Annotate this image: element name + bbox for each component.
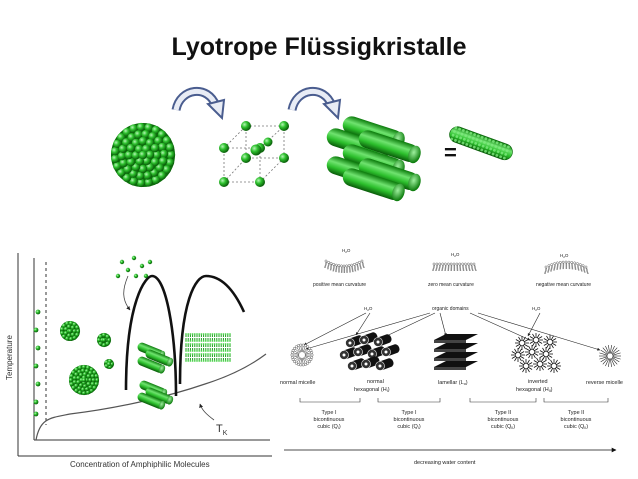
normal-hexagonal-glyph [339, 332, 400, 371]
normal-micelle-glyph [290, 343, 314, 367]
cubic-phase-label: bicontinuous [314, 417, 345, 423]
cubic-phase-label: Type I [402, 410, 417, 416]
inverted-hexagonal-label: inverted [528, 379, 548, 385]
equals-sign: = [444, 140, 457, 165]
cubic-phase-label: bicontinuous [394, 417, 425, 423]
transition-arrow-icon [287, 86, 342, 121]
concentration-axis-label: Concentration of Amphiphilic Molecules [70, 460, 210, 469]
h2o-label: H2O [451, 252, 460, 258]
cubic-phase-label: Type II [568, 410, 585, 416]
phase-sequence-panel: positive mean curvature zero mean curvat… [280, 248, 623, 466]
organic-domains-label: organic domains [432, 306, 469, 312]
cubic-phase-label: bicontinuous [561, 417, 592, 423]
cubic-phase-label: bicontinuous [488, 417, 519, 423]
reverse-micelle-label: reverse micelle [586, 380, 623, 386]
h2o-label: H2O [560, 253, 569, 259]
cubic-phase-label: cubic (QI) [317, 424, 340, 430]
positive-curvature-label: positive mean curvature [313, 282, 366, 288]
inverted-hexagonal-glyph [511, 333, 561, 373]
spherical-micelle-illustration [111, 122, 176, 188]
cubic-phase-label: Type II [495, 410, 512, 416]
cubic-phase-label: Type I [322, 410, 337, 416]
lamellar-phase-boundary [178, 274, 246, 385]
h2o-label: H2O [342, 248, 351, 254]
cubic-phase-label: cubic (QII) [491, 424, 515, 430]
rod-micelle-illustration [449, 126, 513, 161]
tk-label: TK [216, 423, 228, 437]
negative-curvature-label: negative mean curvature [536, 282, 591, 288]
lamellar-glyph [434, 334, 478, 370]
temperature-axis-label: Temperature [5, 335, 14, 380]
inverted-hexagonal-label-2: hexagonal (HII) [516, 387, 553, 393]
normal-hexagonal-label-2: hexagonal (HI) [354, 387, 390, 393]
water-content-axis-label: decreasing water content [414, 460, 476, 466]
lamellar-label: lamellar (Lα) [438, 380, 468, 386]
cubic-lattice-illustration [219, 121, 289, 187]
hexagonal-cylinder-bundle-illustration [326, 116, 421, 202]
hexagonal-phase-boundary [124, 274, 178, 397]
normal-micelle-label: normal micelle [280, 380, 315, 386]
cubic-phase-label: cubic (QI) [397, 424, 420, 430]
phase-diagram-panel: Temperature Concentration of Amphiphilic… [5, 253, 272, 469]
zero-curvature-label: zero mean curvature [428, 282, 474, 288]
cubic-phase-label: cubic (QII) [564, 424, 588, 430]
page-title: Lyotrope Flüssigkristalle [171, 33, 467, 61]
normal-hexagonal-label: normal [367, 379, 384, 385]
h2o-label-middle: H2O [364, 306, 373, 312]
reverse-micelle-glyph [599, 345, 621, 367]
transition-arrow-icon [171, 86, 226, 121]
h2o-label-right: H2O [532, 306, 541, 312]
